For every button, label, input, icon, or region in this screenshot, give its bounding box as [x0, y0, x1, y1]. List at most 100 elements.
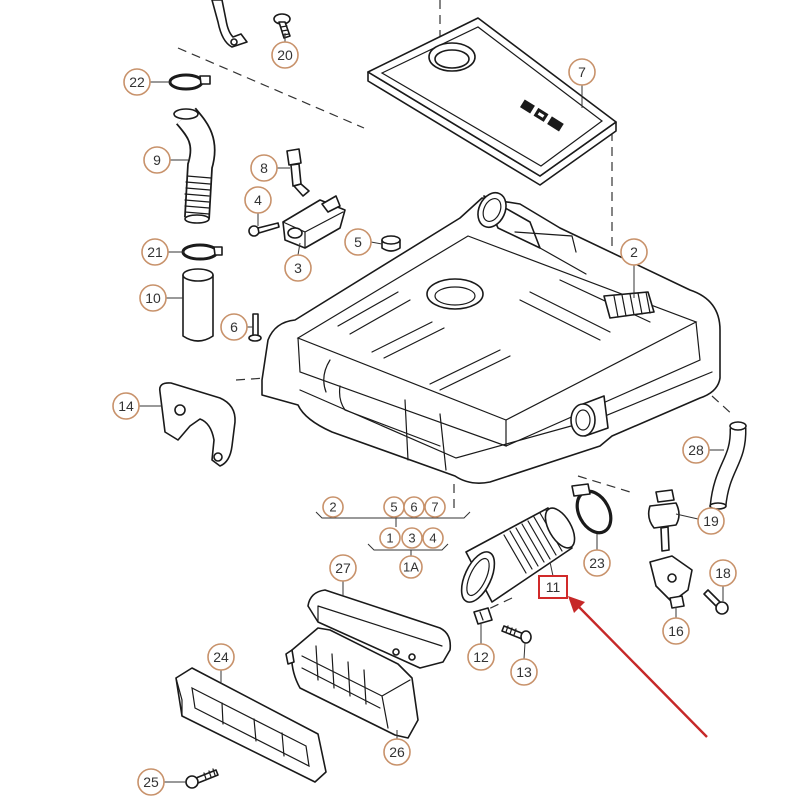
callout-label: 2	[630, 244, 638, 260]
intake-hose-mouth-inner	[466, 557, 490, 597]
screw-13-thread	[505, 625, 517, 636]
callout-10[interactable]: 10	[139, 284, 167, 312]
bolt-18	[703, 589, 729, 615]
callout-18[interactable]: 18	[709, 559, 737, 587]
callout-label: 3	[408, 531, 415, 546]
leader-19	[675, 513, 699, 520]
tube-10-top	[182, 268, 214, 282]
callout-ring	[137, 768, 165, 796]
callout-25[interactable]: 25	[137, 768, 165, 796]
sensor-3	[282, 195, 346, 249]
callout-label: 23	[589, 555, 605, 571]
callout-23[interactable]: 23	[583, 549, 611, 577]
callout-19[interactable]: 19	[697, 507, 725, 535]
callout-label: 1A	[403, 560, 419, 575]
valve-19-body	[647, 502, 680, 529]
assembly-bottom-3[interactable]: 3	[401, 527, 423, 549]
bolt-25-shank	[195, 769, 219, 784]
callout-22[interactable]: 22	[123, 68, 151, 96]
callout-ring	[424, 496, 446, 518]
callout-24[interactable]: 24	[207, 643, 235, 671]
housing-snorkel-bracket	[514, 231, 587, 275]
dash-hose-to-housing	[177, 47, 365, 129]
frame-24-bars	[221, 702, 285, 757]
assembly-bottom-4[interactable]: 4	[422, 527, 444, 549]
engine-cover	[367, 17, 617, 186]
callout-21[interactable]: 21	[141, 238, 169, 266]
clip-12-slot	[479, 611, 484, 621]
housing-lid-hole-inner	[434, 286, 476, 306]
screw-4-shank	[257, 222, 280, 234]
callout-12[interactable]: 12	[467, 643, 495, 671]
assembly-top-5[interactable]: 5	[383, 496, 405, 518]
callout-14[interactable]: 14	[112, 392, 140, 420]
callout-7[interactable]: 7	[568, 58, 596, 86]
hose-28-bottom	[709, 502, 727, 510]
assembly-top-7[interactable]: 7	[424, 496, 446, 518]
valve-19-cap	[655, 489, 675, 503]
callout-label: 25	[143, 774, 159, 790]
callout-ring	[207, 643, 235, 671]
callout-6[interactable]: 6	[220, 313, 248, 341]
bolt-18-head	[715, 601, 729, 615]
duct-26-grille	[301, 645, 381, 709]
assembly-bracket-top	[315, 511, 471, 527]
callout-26[interactable]: 26	[383, 738, 411, 766]
valve-19-stem	[660, 526, 670, 552]
leader-13	[523, 642, 526, 660]
leader-5	[370, 241, 383, 245]
callout-ring	[344, 228, 372, 256]
hose-9-fill	[177, 108, 214, 219]
assembly-top-2[interactable]: 2	[322, 496, 344, 518]
callout-label: 26	[389, 744, 405, 760]
callout-label: 7	[578, 64, 586, 80]
callout-label: 2	[329, 500, 336, 515]
assembly-bracket-bottom	[367, 543, 449, 556]
callout-8[interactable]: 8	[250, 154, 278, 182]
callout-ring	[682, 436, 710, 464]
sensor-3-connector	[321, 195, 341, 213]
clamp-22-tab	[199, 75, 211, 85]
callout-27[interactable]: 27	[329, 554, 357, 582]
clamp-22-band	[168, 73, 204, 91]
highlight-callout-11[interactable]: 11	[538, 575, 568, 599]
callout-label: 8	[260, 160, 268, 176]
callout-28[interactable]: 28	[682, 436, 710, 464]
callout-label: 13	[516, 664, 532, 680]
assembly-label-1a[interactable]: 1A	[399, 555, 423, 579]
callout-label: 20	[277, 47, 293, 63]
assembly-bottom-1[interactable]: 1	[379, 527, 401, 549]
callout-9[interactable]: 9	[143, 146, 171, 174]
dash-bracket-14	[235, 377, 267, 381]
engine-cover-inset	[380, 26, 604, 167]
housing-snorkel-mouth-inner	[482, 198, 502, 222]
assembly-group: 2 5 6 7 1 3 4 1A	[315, 496, 471, 579]
callout-5[interactable]: 5	[344, 228, 372, 256]
grommet-5	[381, 235, 401, 252]
bolt-20-thread	[280, 25, 290, 36]
clamp-21-band	[181, 243, 219, 261]
callout-3[interactable]: 3	[284, 254, 312, 282]
clip-12-body	[473, 607, 493, 625]
screw-6	[248, 313, 262, 342]
dash-hose-to-clip	[481, 597, 513, 613]
callout-label: 1	[386, 531, 393, 546]
housing-filter-grid	[613, 291, 651, 318]
callout-label: 6	[410, 500, 417, 515]
callout-4[interactable]: 4	[244, 186, 272, 214]
callout-2[interactable]: 2	[620, 238, 648, 266]
pointer-arrow-head	[568, 596, 585, 613]
dash-hose-28	[711, 395, 735, 417]
callout-16[interactable]: 16	[662, 617, 690, 645]
callout-ring	[620, 238, 648, 266]
callout-20[interactable]: 20	[271, 41, 299, 69]
callout-ring	[112, 392, 140, 420]
grommet-5-top	[381, 235, 401, 245]
callout-ring	[401, 527, 423, 549]
sensor-8	[286, 148, 310, 197]
callout-label: 10	[145, 290, 161, 306]
assembly-top-6[interactable]: 6	[403, 496, 425, 518]
callout-13[interactable]: 13	[510, 658, 538, 686]
callout-label: 4	[254, 192, 262, 208]
callout-label: 21	[147, 244, 163, 260]
